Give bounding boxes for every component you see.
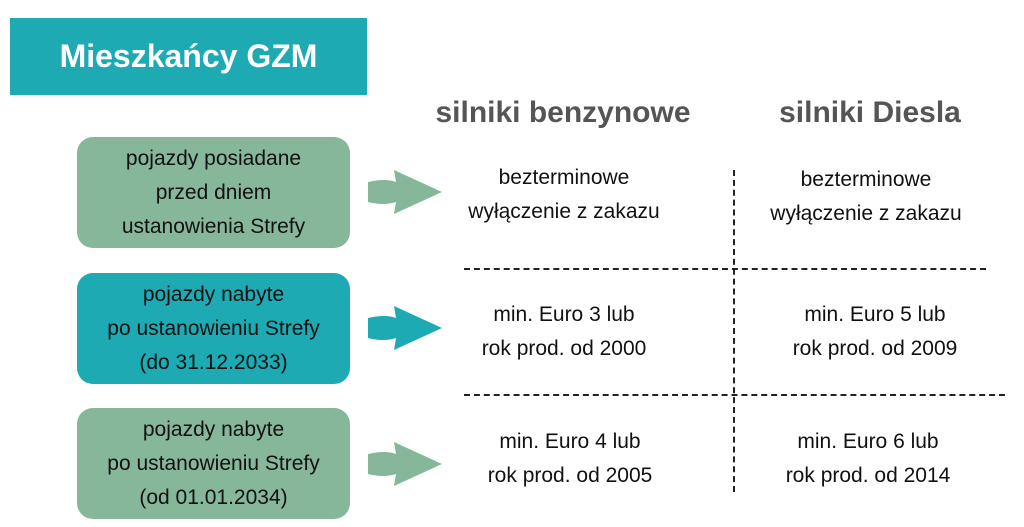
cell-petrol-1: min. Euro 3 lub rok prod. od 2000 [414, 298, 714, 366]
cell-line: wyłączenie z zakazu [770, 202, 962, 225]
cell-line: rok prod. od 2014 [785, 464, 951, 487]
row-divider [464, 394, 1005, 396]
cell-diesel-2: min. Euro 6 lub rok prod. od 2014 [718, 425, 1018, 493]
title-banner: Mieszkańcy GZM [10, 18, 367, 95]
label-line: przed dniem [155, 180, 272, 204]
row-divider [464, 268, 986, 270]
cell-petrol-0: bezterminowe wyłączenie z zakazu [414, 161, 714, 229]
arrow-right-icon [368, 170, 442, 214]
cell-diesel-1: min. Euro 5 lub rok prod. od 2009 [725, 298, 1024, 366]
cell-line: min. Euro 3 lub [493, 303, 635, 326]
cell-line: bezterminowe [498, 166, 630, 189]
label-line: (od 01.01.2034) [139, 485, 288, 509]
cell-line: rok prod. od 2000 [481, 337, 647, 360]
label-line: ustanowienia Strefy [121, 214, 306, 238]
cell-diesel-0: bezterminowe wyłączenie z zakazu [716, 163, 1016, 231]
cell-line: min. Euro 6 lub [797, 430, 939, 453]
cell-line: wyłączenie z zakazu [468, 200, 660, 223]
label-line: pojazdy nabyte [142, 282, 285, 306]
cell-line: min. Euro 5 lub [804, 303, 946, 326]
arrow-right-icon [368, 442, 442, 486]
cell-line: rok prod. od 2005 [487, 464, 653, 487]
label-line: pojazdy nabyte [142, 417, 285, 441]
label-line: pojazdy posiadane [125, 146, 302, 170]
column-divider [733, 170, 735, 492]
category-box-acquired-until-2033: pojazdy nabyte po ustanowieniu Strefy (do … [77, 273, 350, 384]
cell-line: min. Euro 4 lub [499, 430, 641, 453]
label-line: (do 31.12.2033) [139, 350, 288, 374]
category-box-acquired-from-2034: pojazdy nabyte po ustanowieniu Strefy (od … [77, 408, 350, 519]
column-header-petrol: silniki benzynowe [435, 96, 691, 129]
column-header-diesel: silniki Diesla [779, 96, 961, 129]
label-line: po ustanowieniu Strefy [107, 316, 320, 340]
cell-petrol-2: min. Euro 4 lub rok prod. od 2005 [420, 425, 720, 493]
category-box-owned-before: pojazdy posiadane przed dniem ustanowienia… [77, 137, 350, 248]
arrow-right-icon [368, 306, 442, 350]
cell-line: rok prod. od 2009 [792, 337, 958, 360]
label-line: po ustanowieniu Strefy [107, 451, 320, 475]
cell-line: bezterminowe [800, 168, 932, 191]
title-text: Mieszkańcy GZM [59, 38, 318, 74]
